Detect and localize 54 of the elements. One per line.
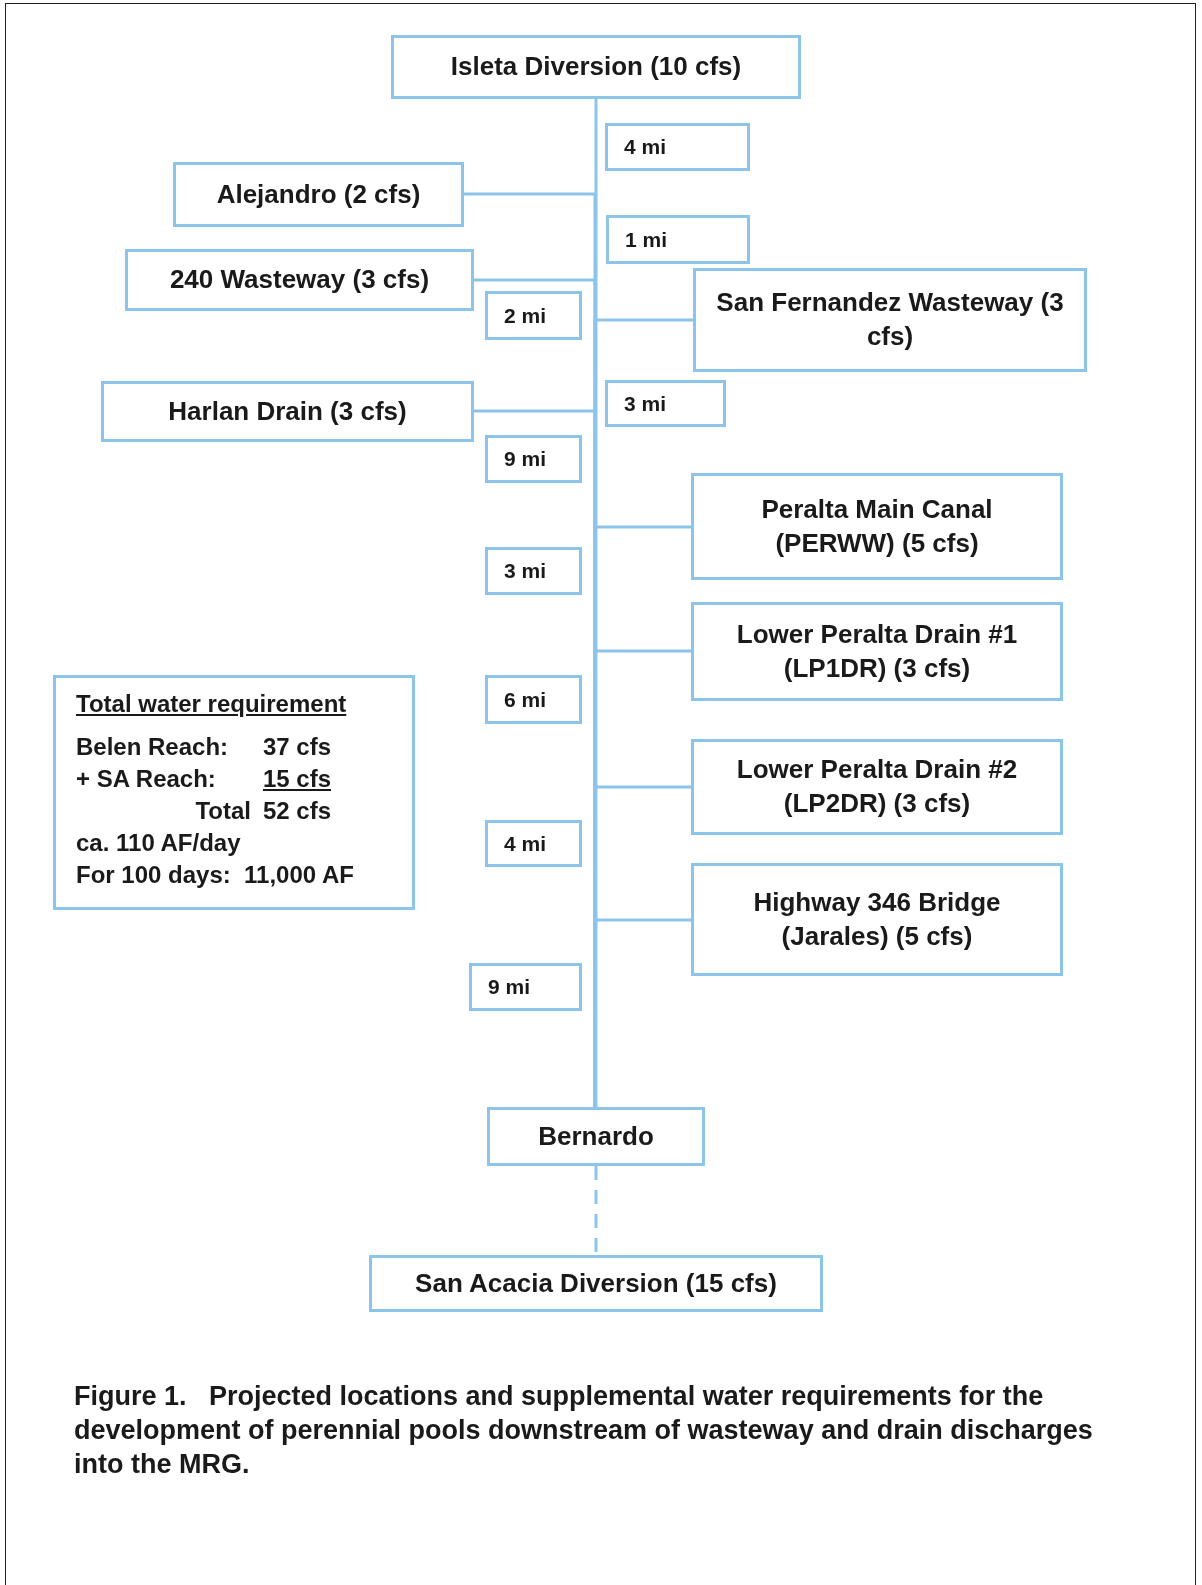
distance-box [485,291,582,340]
summary-text: 52 cfs [262,796,331,826]
summary-text: Total [195,796,251,826]
distance-box [605,380,726,427]
location-label: Bernardo [538,1119,654,1153]
distance-label: 4 mi [504,831,547,856]
distance-box [605,123,750,171]
river-line [594,99,598,1107]
location-label: Peralta Main Canal (PERWW) (5 cfs) [760,492,994,560]
location-box [173,162,464,227]
location-label: Highway 346 Bridge (Jarales) (5 cfs) [752,885,1002,953]
summary-text: For 100 days: 11,000 AF [76,860,354,890]
location-label: Harlan Drain (3 cfs) [168,394,407,428]
distance-box [485,820,582,867]
location-label: Alejandro (2 cfs) [216,177,421,211]
distance-box [485,547,582,595]
river-line [594,1166,598,1255]
summary-text: + SA Reach: [76,764,216,794]
summary-box [53,675,415,910]
location-box [369,1255,823,1312]
distance-label: 1 mi [625,227,668,252]
distance-label: 3 mi [504,559,547,583]
location-label: Lower Peralta Drain #1 (LP1DR) (3 cfs) [735,617,1019,685]
distance-box [469,963,582,1011]
location-label: 240 Wasteway (3 cfs) [169,263,430,297]
location-box [693,268,1087,372]
distance-label: 9 mi [488,975,531,999]
summary-text: 37 cfs [262,732,331,762]
location-box [691,602,1063,701]
river-line [593,918,691,1107]
distance-label: 2 mi [504,303,547,328]
location-box [391,35,801,99]
distance-label: 4 mi [624,135,667,159]
location-label: Isleta Diversion (10 cfs) [450,50,742,84]
distance-box [485,435,582,483]
location-box [125,249,474,311]
location-box [487,1107,705,1166]
location-box [691,739,1063,835]
location-label: San Fernandez Wasteway (3 cfs) [715,286,1065,353]
summary-text: ca. 110 AF/day [76,828,241,858]
distance-box [485,675,582,724]
location-box [101,381,474,442]
summary-text: Belen Reach: [76,732,229,762]
location-box [691,863,1063,976]
distance-label: 9 mi [504,447,547,471]
distance-label: 3 mi [624,391,667,416]
distance-box [606,215,750,264]
distance-label: 6 mi [504,687,547,712]
summary-heading: Total water requirement [76,690,347,718]
location-box [691,473,1063,580]
location-label: Lower Peralta Drain #2 (LP2DR) (3 cfs) [735,753,1019,820]
figure-caption: Figure 1. Projected locations and supplemental water requirements for the development of perennial pools downstream of wasteway and drain discharges into the MRG. [74,1380,1094,1481]
location-label: San Acacia Diversion (15 cfs) [415,1266,777,1300]
summary-text: 15 cfs [262,764,331,794]
